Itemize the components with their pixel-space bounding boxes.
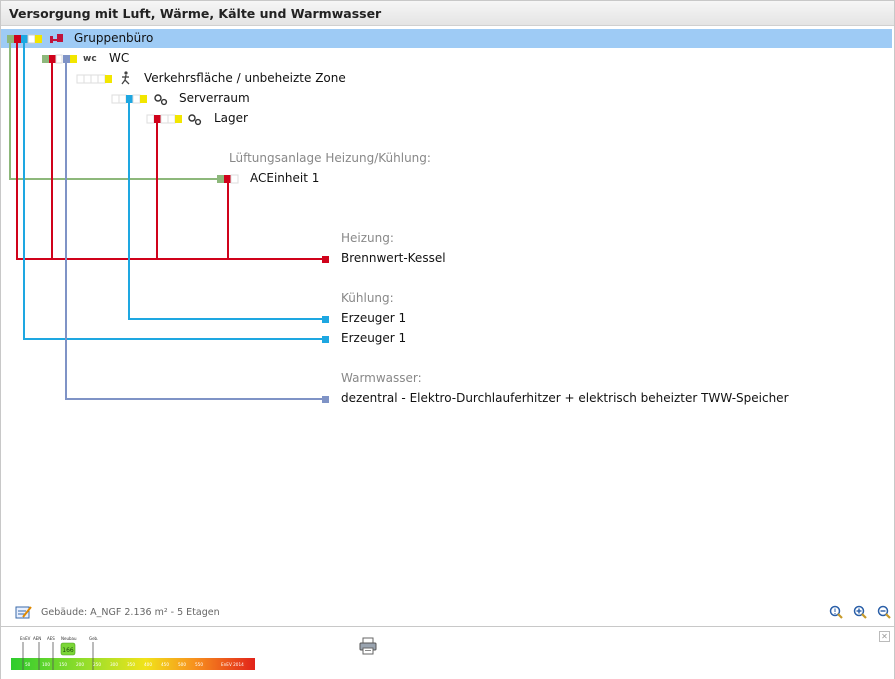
zone-verkehrsflaeche[interactable]: Verkehrsfläche / unbeheizte Zone bbox=[144, 71, 346, 85]
scale-marker-2: AES bbox=[47, 636, 55, 641]
cooling-header: Kühlung: bbox=[341, 291, 394, 305]
scale-label-8: 450 bbox=[161, 662, 169, 667]
zoom-reset-icon[interactable] bbox=[829, 605, 843, 619]
heating-brennwert-kessel[interactable]: Brennwert-Kessel bbox=[341, 251, 446, 265]
cooling-erzeuger-1[interactable]: Erzeuger 1 bbox=[341, 311, 407, 325]
zone-gruppenbuero[interactable]: Gruppenbüro bbox=[74, 31, 154, 45]
verkehr-heat-square bbox=[83, 74, 92, 84]
heating-header: Heizung: bbox=[341, 231, 394, 245]
wc-heat-square bbox=[49, 55, 56, 63]
scale-label-3: 200 bbox=[76, 662, 84, 667]
scale-label-4: 250 bbox=[93, 662, 101, 667]
scale-marker-0: EnEV bbox=[20, 636, 31, 641]
verkehr-vent-square bbox=[76, 74, 85, 84]
energy-scale: EnEV AEN AES Neubau Geb. 166 50 100 150 … bbox=[11, 636, 255, 670]
energy-value: 166 bbox=[62, 647, 74, 654]
verkehr-water-square bbox=[97, 74, 106, 84]
window-title: Versorgung mit Luft, Wärme, Kälte und Wa… bbox=[9, 6, 382, 21]
gruppenbuero-light-square bbox=[35, 35, 42, 43]
verkehr-light-square bbox=[105, 75, 112, 83]
energy-value-marker bbox=[60, 642, 76, 656]
server-vent-square bbox=[111, 94, 120, 104]
hotwater-dezentral[interactable]: dezentral - Elektro-Durchlauferhitzer + … bbox=[341, 391, 789, 405]
scale-label-5: 300 bbox=[110, 662, 118, 667]
wc-cool-square bbox=[55, 54, 63, 64]
close-icon[interactable]: ✕ bbox=[879, 631, 890, 642]
server-cool-square bbox=[126, 95, 133, 103]
scale-marker-1: AEN bbox=[33, 636, 41, 641]
server-water-square bbox=[132, 94, 141, 104]
scale-label-6: 350 bbox=[127, 662, 135, 667]
desk-icon bbox=[50, 34, 63, 43]
gruppenbuero-water-square bbox=[27, 34, 36, 44]
selected-row-highlight bbox=[1, 29, 892, 48]
lager-light-square bbox=[175, 115, 182, 123]
heating-line-gruppenbuero bbox=[16, 43, 325, 260]
lager-vent-square bbox=[146, 114, 155, 124]
lager-cool-square bbox=[160, 114, 169, 124]
wc-light-square bbox=[70, 55, 77, 63]
scale-label-9: 500 bbox=[178, 662, 186, 667]
print-icon[interactable] bbox=[359, 637, 377, 655]
aceinheit-heat-square bbox=[224, 175, 231, 183]
ventilation-aceinheit[interactable]: ACEinheit 1 bbox=[250, 171, 320, 185]
lager-water-square bbox=[167, 114, 176, 124]
verkehr-cool-square bbox=[90, 74, 99, 84]
window-titlebar: Versorgung mit Luft, Wärme, Kälte und Wa… bbox=[1, 1, 894, 26]
scale-label-2: 150 bbox=[59, 662, 67, 667]
wc-water-square bbox=[63, 55, 70, 63]
scale-label-0: 50 bbox=[25, 662, 31, 667]
cooling-erzeuger-1b[interactable]: Erzeuger 1 bbox=[341, 331, 407, 345]
energy-panel: EnEV AEN AES Neubau Geb. 166 50 100 150 … bbox=[1, 626, 894, 679]
gruppenbuero-vent-square bbox=[7, 35, 14, 43]
hotwater-header: Warmwasser: bbox=[341, 371, 422, 385]
lager-heat-square bbox=[154, 115, 161, 123]
hotwater-line-wc bbox=[65, 63, 325, 400]
scale-marker-4: Geb. bbox=[89, 636, 98, 641]
zone-wc[interactable]: WC bbox=[109, 51, 130, 65]
scale-label-7: 400 bbox=[144, 662, 152, 667]
edit-building-icon[interactable] bbox=[15, 604, 33, 620]
scale-marker-3: Neubau bbox=[61, 636, 77, 641]
zoom-out-icon[interactable] bbox=[877, 605, 891, 619]
server-light-square bbox=[140, 95, 147, 103]
zone-serverraum[interactable]: Serverraum bbox=[179, 91, 250, 105]
ventilation-header: Lüftungsanlage Heizung/Kühlung: bbox=[229, 151, 431, 165]
zone-lager[interactable]: Lager bbox=[214, 111, 248, 125]
cooling-line-serverraum bbox=[128, 103, 325, 320]
wc-icon: wc bbox=[83, 54, 97, 64]
server-heat-square bbox=[118, 94, 127, 104]
scale-label-10: 550 bbox=[195, 662, 203, 667]
wc-vent-square bbox=[42, 55, 49, 63]
cooling-generator-square-1 bbox=[322, 316, 329, 323]
building-info: Gebäude: A_NGF 2.136 m² - 5 Etagen bbox=[41, 607, 220, 618]
heating-generator-square bbox=[322, 256, 329, 263]
walking-person-icon bbox=[121, 71, 130, 85]
aceinheit-vent-square bbox=[217, 175, 224, 183]
gruppenbuero-heat-square bbox=[14, 35, 21, 43]
gears-icon bbox=[154, 94, 168, 106]
gears-icon bbox=[188, 114, 202, 126]
supply-tree-diagram bbox=[1, 29, 892, 403]
gruppenbuero-cool-square bbox=[21, 35, 28, 43]
cooling-generator-square-2 bbox=[322, 336, 329, 343]
ventilation-line-gruppenbuero bbox=[9, 43, 219, 180]
status-bar: Gebäude: A_NGF 2.136 m² - 5 Etagen bbox=[1, 601, 894, 625]
zoom-in-icon[interactable] bbox=[853, 605, 867, 619]
cooling-line-gruppenbuero bbox=[23, 43, 325, 340]
hotwater-generator-square bbox=[322, 396, 329, 403]
scale-label-11: EnEV 2014 bbox=[221, 662, 244, 667]
energy-gradient-bar bbox=[11, 658, 255, 670]
aceinheit-cool-square bbox=[230, 174, 239, 184]
scale-label-1: 100 bbox=[42, 662, 50, 667]
